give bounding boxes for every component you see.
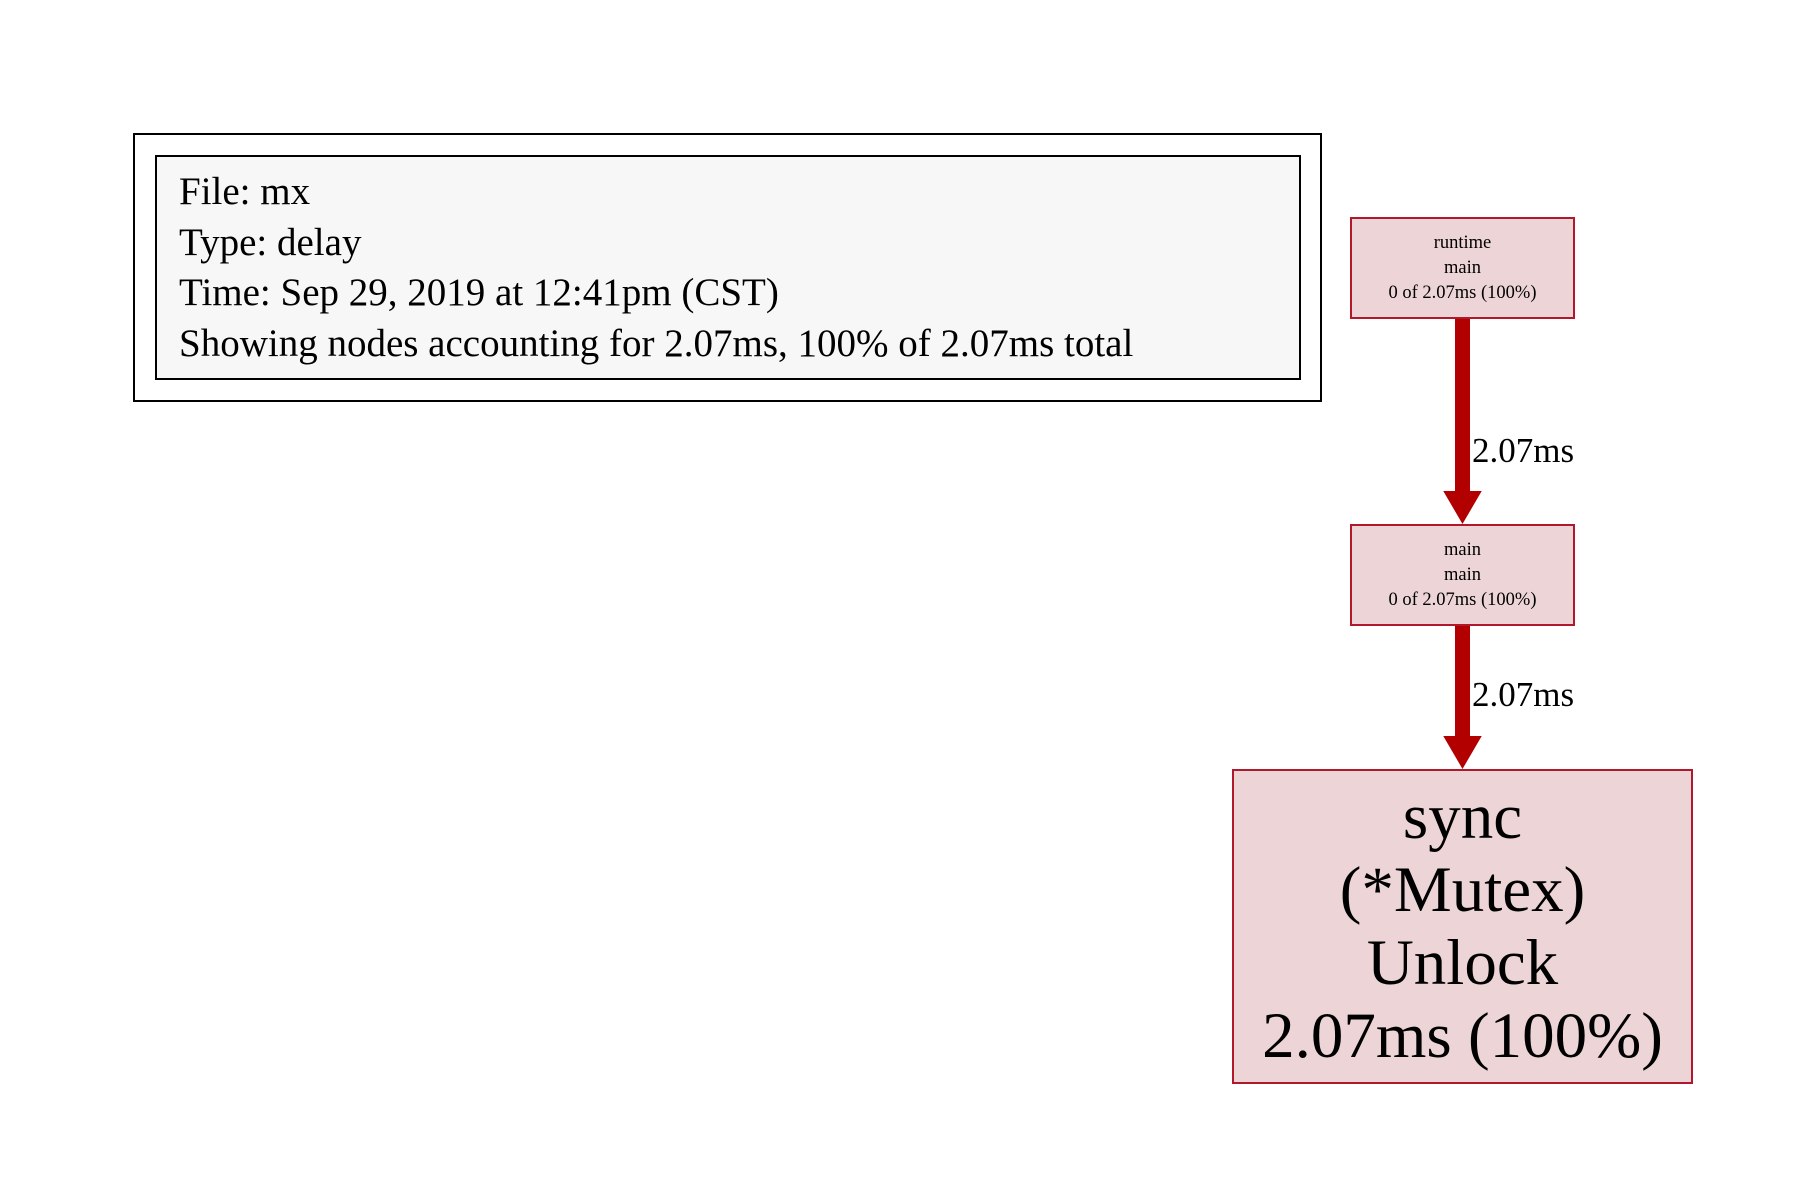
node-cost: 0 of 2.07ms (100%) [1388,282,1537,303]
edge-label-runtime-to-main: 2.07ms [1472,431,1575,470]
legend-file: File: mx [179,170,311,213]
node-sync-mutex-unlock[interactable]: sync (*Mutex) Unlock 2.07ms (100%) [1232,769,1693,1084]
edge-label-main-to-sync: 2.07ms [1472,675,1575,714]
node-main-main[interactable]: main main 0 of 2.07ms (100%) [1350,524,1575,626]
edge-main-main-to-sync-unlock [1443,626,1482,769]
legend-time: Time: Sep 29, 2019 at 12:41pm (CST) [179,271,779,314]
node-package: main [1444,539,1481,560]
node-runtime-main[interactable]: runtime main 0 of 2.07ms (100%) [1350,217,1575,319]
legend-summary: Showing nodes accounting for 2.07ms, 100… [179,321,1134,365]
node-receiver: (*Mutex) [1339,853,1586,926]
node-cost: 0 of 2.07ms (100%) [1388,589,1537,610]
node-function: Unlock [1366,926,1559,999]
legend-box: File: mx Type: delay Time: Sep 29, 2019 … [155,155,1301,380]
node-function: main [1444,257,1481,278]
node-package: runtime [1433,232,1492,253]
node-function: main [1444,564,1481,585]
edge-runtime-main-to-main-main [1443,319,1482,524]
node-package: sync [1402,780,1523,853]
node-cost: 2.07ms (100%) [1262,999,1663,1072]
legend-type: Type: delay [179,220,362,264]
